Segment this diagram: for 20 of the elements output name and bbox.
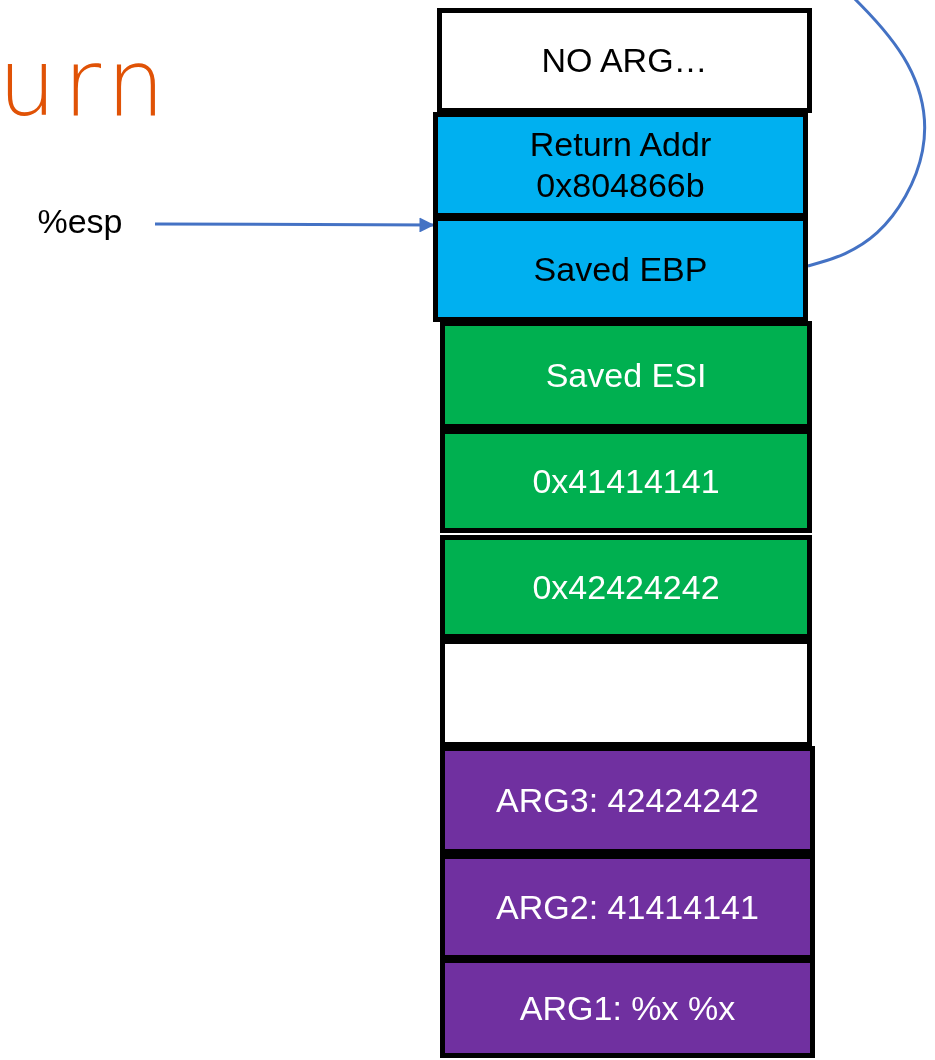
slot-label: 0x42424242 — [532, 566, 720, 608]
slot-label: Saved ESI — [545, 354, 707, 396]
slot-label: NO ARG… — [541, 40, 708, 81]
stack-slot — [433, 216, 808, 322]
stack-slot — [440, 958, 815, 1058]
slot-label: ARG2: 41414141 — [496, 886, 759, 928]
slot-label: Return Addr 0x804866b — [528, 124, 713, 206]
stack-slot — [440, 429, 812, 533]
title: urn — [0, 30, 172, 137]
stack-slot — [440, 535, 812, 639]
slot-label: ARG1: %x %x — [519, 987, 736, 1029]
stack-slot — [440, 854, 815, 960]
curved-line — [807, 0, 927, 268]
slot-label: 0x41414141 — [532, 460, 720, 502]
arrow — [155, 217, 435, 233]
stack-slot — [437, 8, 812, 113]
slot-label: ARG3: 42424242 — [496, 779, 759, 821]
register-label: %esp — [37, 200, 123, 242]
slot-label: Saved EBP — [533, 248, 708, 290]
stack-slot — [433, 112, 808, 218]
